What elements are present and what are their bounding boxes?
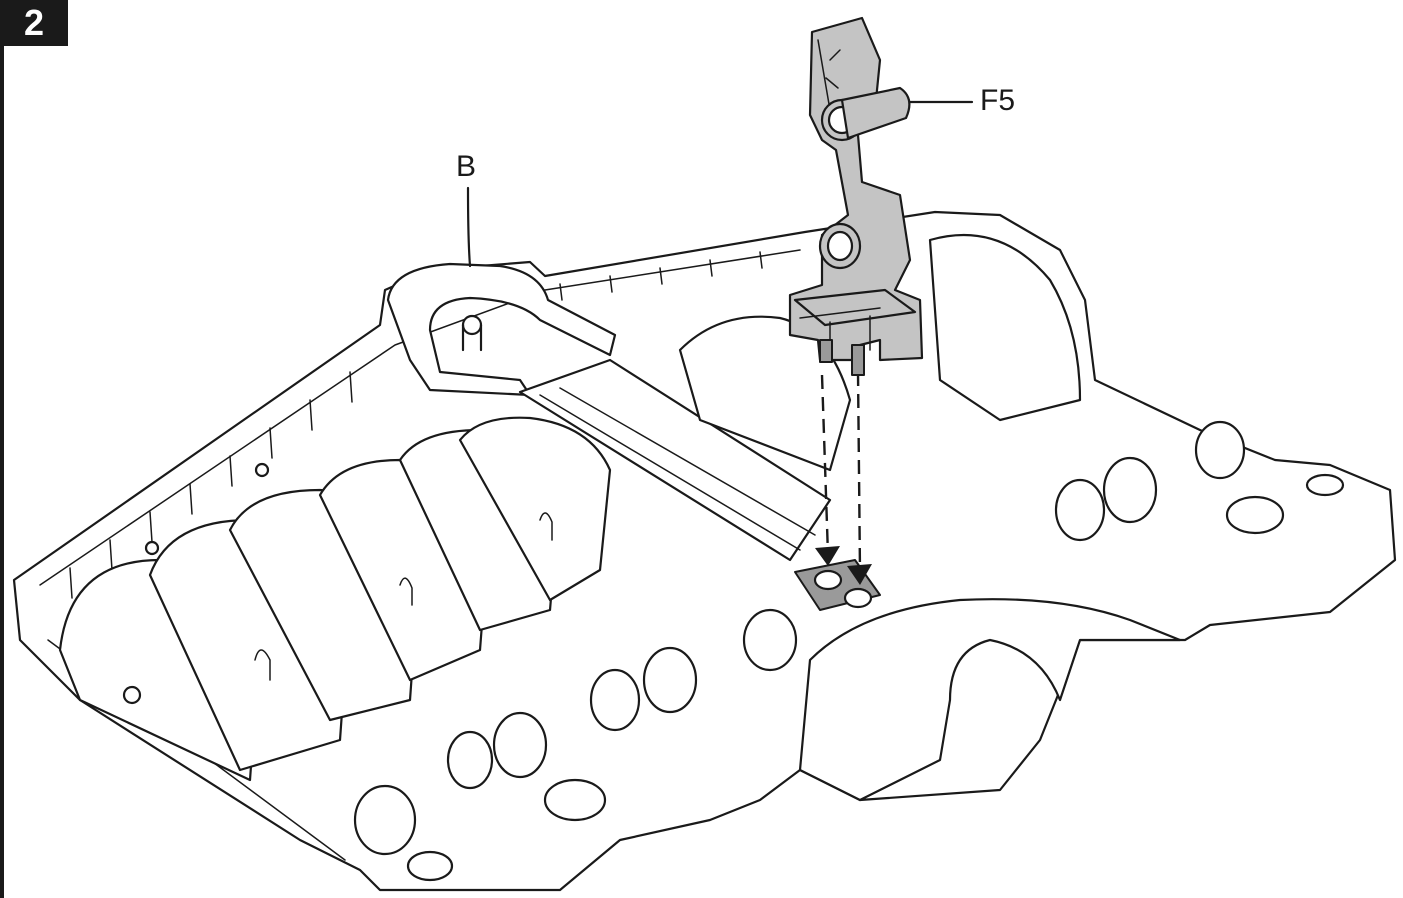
- rollers: [353, 420, 1246, 856]
- step-number-badge: 2: [0, 0, 68, 46]
- front-housing: [798, 598, 1182, 802]
- callout-f5-label: F5: [980, 84, 1016, 117]
- right-drum-row: [678, 233, 1082, 472]
- front-boss: [543, 778, 607, 822]
- insertion-arrows: [815, 371, 872, 585]
- left-drum-row: [58, 416, 612, 782]
- part-b-pin: [461, 314, 483, 336]
- leader-b: [466, 186, 472, 268]
- wall-slots: [69, 251, 763, 599]
- right-boss: [1225, 495, 1285, 535]
- callout-b-label: B: [456, 150, 477, 183]
- frame-left-rule: [0, 46, 4, 898]
- part-b-guide: [386, 262, 617, 397]
- part-f5-lever: [788, 16, 924, 376]
